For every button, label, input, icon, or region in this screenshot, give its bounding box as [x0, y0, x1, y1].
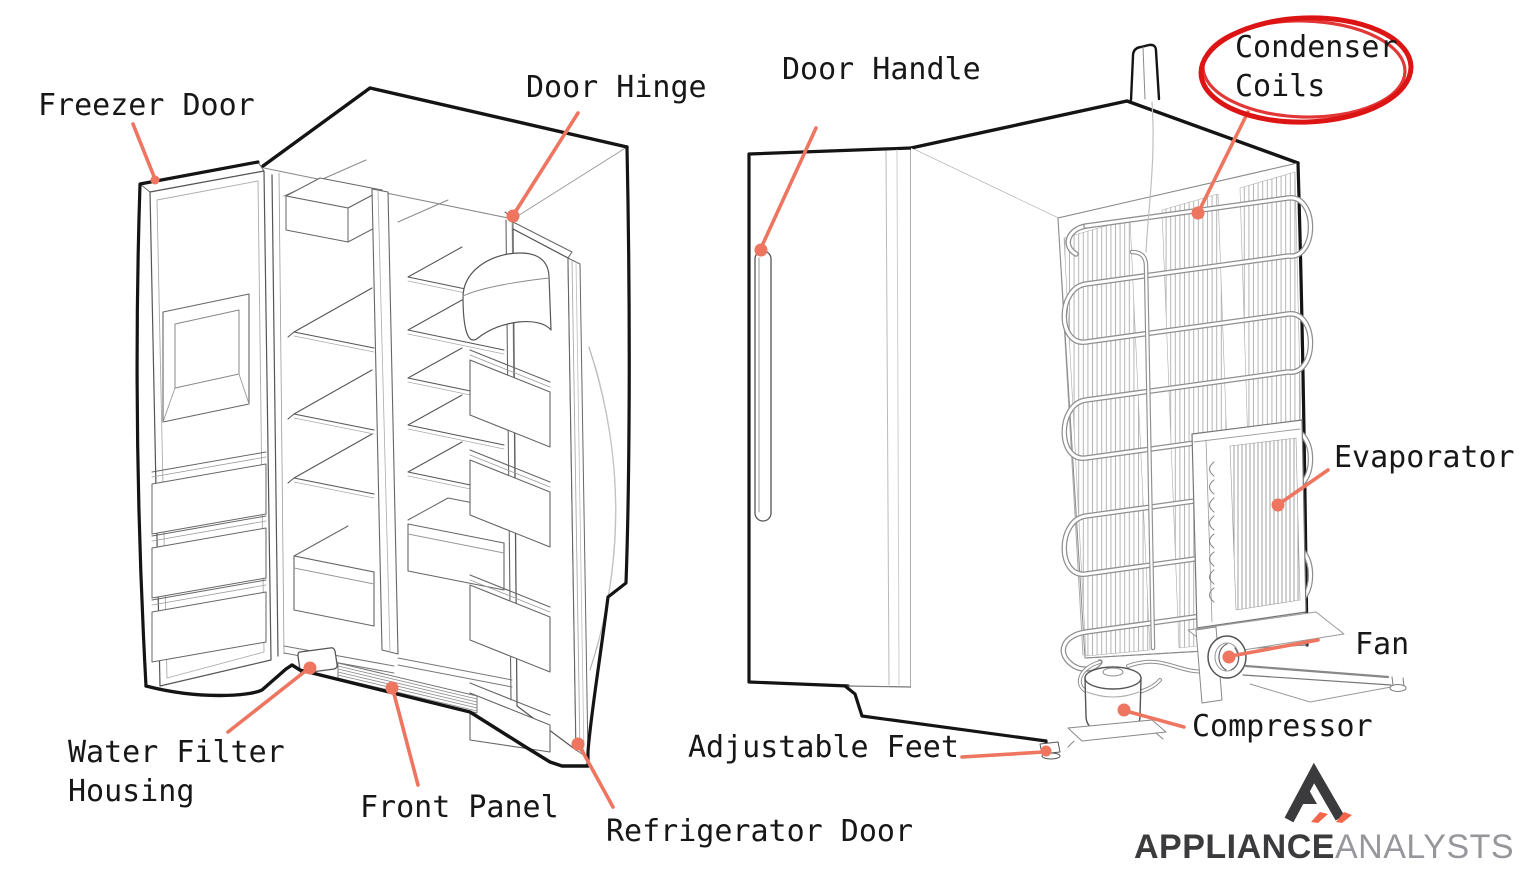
leader-adjustable-feet	[960, 750, 1046, 759]
leader-refrigerator-door	[577, 743, 615, 809]
label-evaporator: Evaporator	[1334, 440, 1515, 475]
leader-door-hinge	[512, 111, 580, 216]
front-panel-grille-drawing	[337, 662, 478, 714]
condenser-coils-highlight-ellipse	[1198, 15, 1414, 125]
leader-lines	[131, 110, 1330, 809]
leader-water-filter-housing	[226, 667, 310, 734]
label-door-handle: Door Handle	[782, 52, 981, 87]
water-inlet-pipe-drawing	[1129, 43, 1161, 102]
leader-condenser-coils	[1197, 110, 1250, 213]
door-handle-drawing	[754, 250, 772, 522]
label-freezer-door: Freezer Door	[38, 88, 255, 123]
label-condenser-coils: Condenser Coils	[1235, 30, 1398, 104]
compressor-drawing	[1067, 666, 1167, 748]
leader-front-panel	[391, 688, 420, 787]
label-adjustable-feet: Adjustable Feet	[688, 730, 959, 765]
back-view-fridge-illustration	[747, 43, 1407, 760]
label-refrigerator-door: Refrigerator Door	[606, 814, 914, 849]
leader-compressor	[1124, 709, 1186, 729]
leader-fan	[1229, 638, 1320, 658]
leader-evaporator	[1277, 468, 1330, 506]
leader-door-handle	[759, 126, 818, 250]
back-door-drawing	[747, 146, 913, 688]
base-bracket-drawing	[1242, 664, 1407, 703]
mountain-peak-icon	[1284, 762, 1352, 823]
label-water-filter-housing: Water Filter Housing	[68, 735, 285, 809]
evaporator-drawing	[1187, 419, 1345, 655]
front-open-fridge-illustration	[135, 86, 631, 768]
label-door-hinge: Door Hinge	[526, 70, 707, 105]
refrigerator-door-drawing	[462, 145, 631, 768]
brand-primary: APPLIANCE	[1134, 828, 1335, 866]
freezer-door-drawing	[135, 160, 272, 688]
label-fan: Fan	[1355, 627, 1410, 662]
brand-secondary: ANALYSTS	[1334, 828, 1515, 866]
leader-freezer-door	[131, 122, 157, 181]
label-compressor: Compressor	[1192, 709, 1373, 744]
label-front-panel: Front Panel	[360, 790, 559, 825]
center-mullion-drawing	[371, 188, 399, 655]
brand-wordmark: APPLIANCEANALYSTS	[1134, 828, 1514, 867]
